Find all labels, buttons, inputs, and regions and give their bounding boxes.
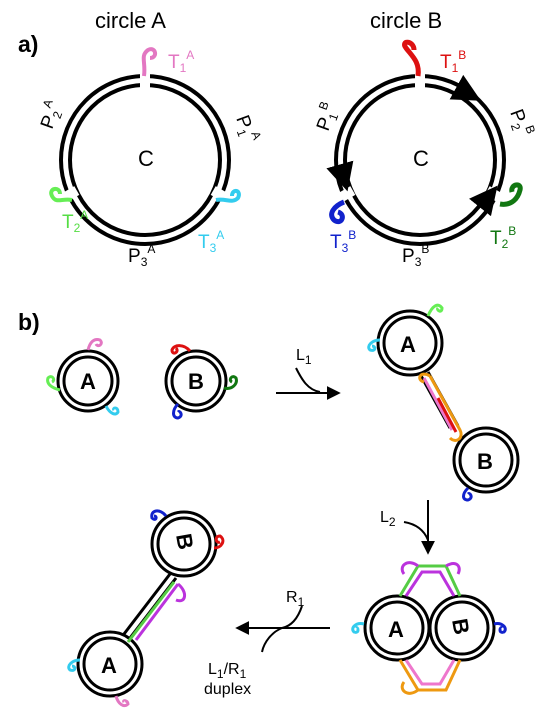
tag-t1b-icon xyxy=(402,39,421,77)
label-p3b: P3B xyxy=(402,242,429,269)
small-b-letter-2: B xyxy=(477,449,493,474)
step2-arrow xyxy=(403,500,435,555)
label-t2b: T2B xyxy=(490,224,516,251)
product3-dimer xyxy=(67,509,225,708)
panel-a-label: a) xyxy=(18,31,38,57)
small-a-letter-1: A xyxy=(80,369,96,394)
tag-t2b-icon xyxy=(499,182,523,207)
small-b-letter-4: B xyxy=(171,532,198,552)
byproduct-label-line1: L1/R1 xyxy=(208,661,247,681)
step3-arrow xyxy=(235,605,330,653)
byproduct-label-line2: duplex xyxy=(204,681,251,698)
label-p1a: P1A xyxy=(229,111,264,146)
label-t3a: T3A xyxy=(198,228,224,255)
label-p2a: P2A xyxy=(33,97,68,132)
label-p3a: P3A xyxy=(128,242,155,269)
label-p1b: P1B xyxy=(309,99,344,134)
label-t3b: T3B xyxy=(330,228,356,255)
product1-dimer xyxy=(367,303,520,502)
tag-t1a-icon xyxy=(141,47,157,77)
tag-t3a-icon xyxy=(215,189,241,203)
reagent-l1: L1 xyxy=(296,347,312,367)
small-a-letter-2: A xyxy=(400,332,416,357)
circle-a-center: C xyxy=(138,146,154,171)
reagent-l2: L2 xyxy=(380,509,396,529)
tag-t3b-icon xyxy=(329,199,346,225)
label-t1a: T1A xyxy=(168,48,194,75)
label-t2a: T2A xyxy=(62,208,88,235)
small-circle-a-start xyxy=(46,338,120,416)
small-a-letter-3: A xyxy=(388,617,404,642)
small-a-letter-4: A xyxy=(101,653,117,678)
small-b-letter-1: B xyxy=(188,369,204,394)
product2-ladder xyxy=(351,561,507,695)
label-t1b: T1B xyxy=(440,48,466,75)
step1-arrow xyxy=(276,367,341,400)
small-b-letter-3: B xyxy=(447,617,474,637)
reagent-r1: R1 xyxy=(286,589,305,609)
label-p2b: P2B xyxy=(503,105,538,140)
circle-b-center: C xyxy=(413,146,429,171)
tag-t2a-icon xyxy=(49,187,73,203)
circle-a-title: circle A xyxy=(95,8,166,33)
panel-b-label: b) xyxy=(18,309,40,335)
circle-b-title: circle B xyxy=(370,8,442,33)
small-circle-b-start xyxy=(164,344,238,420)
